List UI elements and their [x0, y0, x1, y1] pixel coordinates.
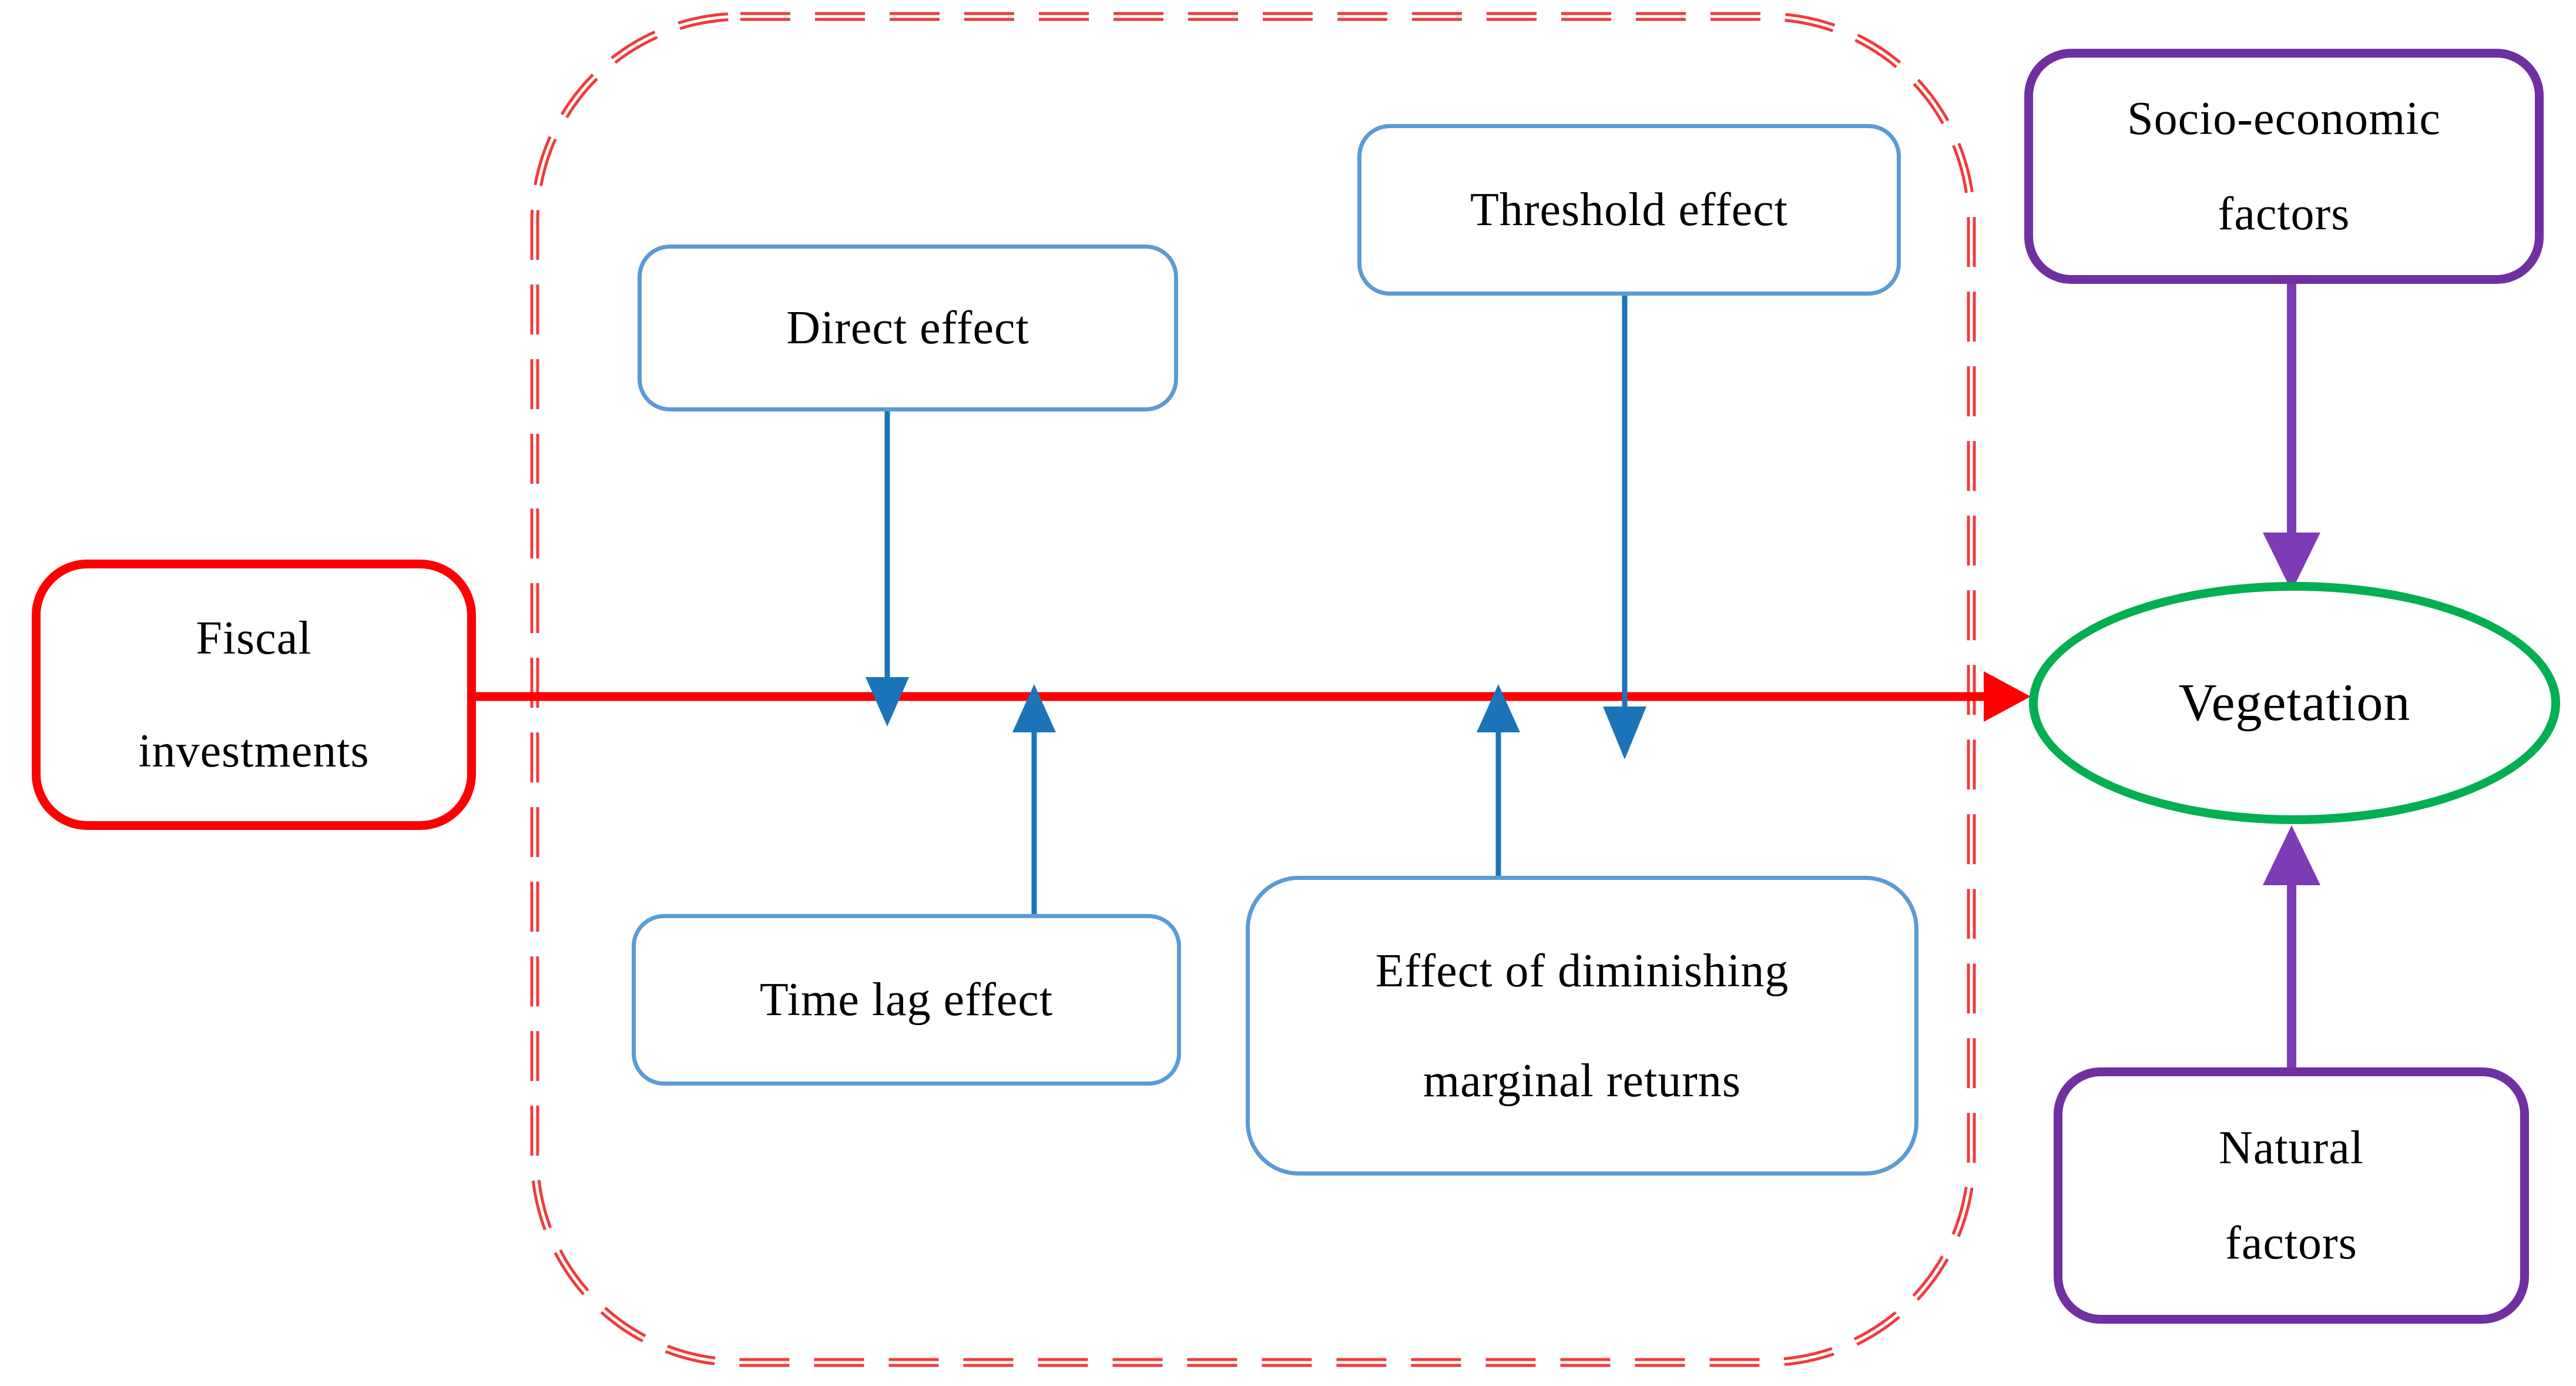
node-label-line: Effect of diminishing: [1375, 945, 1789, 997]
node-fiscal-investments: Fiscal investments: [32, 560, 476, 830]
edge-diminishing-arrowhead: [1477, 684, 1520, 732]
node-label-line: Fiscal: [196, 612, 312, 664]
node-natural-factors: Natural factors: [2054, 1067, 2529, 1324]
node-label-line: Socio-economic: [2127, 93, 2441, 145]
edge-socio-arrowhead: [2263, 533, 2320, 591]
edge-diminishing-returns-up: [1477, 684, 1520, 876]
node-threshold-effect: Threshold effect: [1357, 124, 1901, 296]
edge-fiscal-to-vegetation: [476, 671, 2031, 722]
edge-socio-to-vegetation: [2263, 284, 2320, 591]
node-label-line: Time lag effect: [759, 974, 1054, 1026]
edge-timelag-effect-up: [1012, 684, 1056, 914]
edge-direct-effect-down: [866, 411, 909, 727]
dashed-container-border-inner-stripe: [533, 15, 1973, 1364]
node-label-line: Vegetation: [2178, 674, 2411, 732]
edge-threshold-arrowhead: [1603, 707, 1646, 759]
node-label-line: factors: [2218, 188, 2350, 240]
edge-threshold-effect-down: [1603, 296, 1646, 759]
node-label-line: Direct effect: [786, 302, 1029, 354]
node-diminishing-marginal-returns: Effect of diminishing marginal returns: [1246, 876, 1918, 1176]
edge-natural-to-vegetation: [2263, 825, 2320, 1067]
edge-natural-arrowhead: [2263, 825, 2320, 885]
node-label-line: investments: [138, 725, 370, 777]
node-socio-economic-factors: Socio-economic factors: [2024, 49, 2544, 284]
node-label-line: marginal returns: [1423, 1054, 1742, 1107]
edge-fiscal-arrowhead: [1984, 671, 2031, 722]
edge-direct-arrowhead: [866, 677, 909, 727]
node-direct-effect: Direct effect: [638, 245, 1178, 411]
node-label-line: Threshold effect: [1470, 184, 1788, 236]
node-label-line: factors: [2225, 1217, 2357, 1269]
effects-group-container: [530, 12, 1976, 1367]
node-time-lag-effect: Time lag effect: [632, 914, 1181, 1086]
node-label-line: Natural: [2219, 1122, 2364, 1174]
edge-timelag-arrowhead: [1012, 684, 1056, 732]
node-vegetation: Vegetation: [2029, 582, 2560, 824]
